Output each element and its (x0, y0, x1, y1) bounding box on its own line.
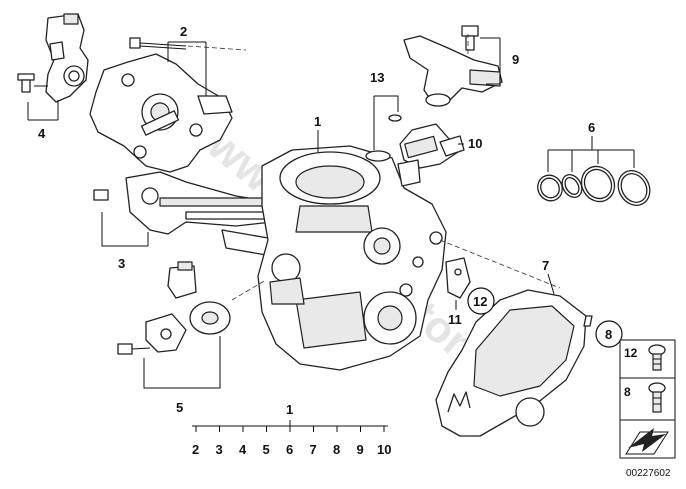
screw-8-icon (648, 382, 666, 413)
kit-item-9: 9 (357, 442, 364, 457)
part-10-injector (397, 123, 465, 187)
screw-12-icon (648, 344, 666, 371)
kit-breakdown: 1 2 3 4 5 6 7 8 9 10 (192, 402, 391, 457)
callout-5: 5 (176, 400, 183, 415)
part-7-cover (435, 289, 593, 437)
arrow-icon (625, 428, 669, 455)
kit-item-8: 8 (333, 442, 340, 457)
callout-3: 3 (118, 256, 125, 271)
callout-7: 7 (542, 258, 549, 273)
assembly-line (231, 279, 267, 301)
callout-9: 9 (512, 52, 519, 67)
assembly-line (439, 239, 561, 289)
callout-8-circled: 8 (595, 320, 623, 348)
legend-item-8: 8 (624, 385, 631, 399)
kit-item-3: 3 (216, 442, 223, 457)
callout-12-circled: 12 (467, 287, 495, 315)
callout-13: 13 (370, 70, 384, 85)
kit-item-5: 5 (263, 442, 270, 457)
fastener-legend: 12 8 (619, 339, 676, 459)
part-9-fuel-rail (403, 25, 503, 107)
part-13-seal (365, 114, 402, 162)
callout-8: 8 (605, 327, 612, 342)
kit-item-10: 10 (377, 442, 391, 457)
kit-item-6: 6 (286, 442, 293, 457)
callout-10: 10 (468, 136, 482, 151)
part-11-bracket (445, 257, 471, 299)
callout-12: 12 (473, 294, 487, 309)
part-1-throttle-body (257, 145, 447, 371)
part-2-idle-actuator (89, 37, 233, 173)
diagram-number: 00227602 (626, 468, 671, 479)
callout-11: 11 (448, 312, 462, 327)
callout-2: 2 (180, 24, 187, 39)
part-6-o-rings (537, 165, 651, 206)
legend-item-12: 12 (624, 346, 638, 360)
kit-item-4: 4 (239, 442, 247, 457)
part-5-sensor-plate (117, 261, 231, 355)
part-4-throttle-sensor (17, 13, 89, 103)
assembly-line (187, 45, 247, 51)
callout-1: 1 (314, 114, 321, 129)
part-3-throttle-shaft (93, 171, 273, 257)
leader-lines (27, 37, 635, 389)
callout-6: 6 (588, 120, 595, 135)
kit-item-2: 2 (192, 442, 199, 457)
kit-title: 1 (286, 402, 293, 417)
kit-item-7: 7 (310, 442, 317, 457)
callout-4: 4 (38, 126, 46, 141)
